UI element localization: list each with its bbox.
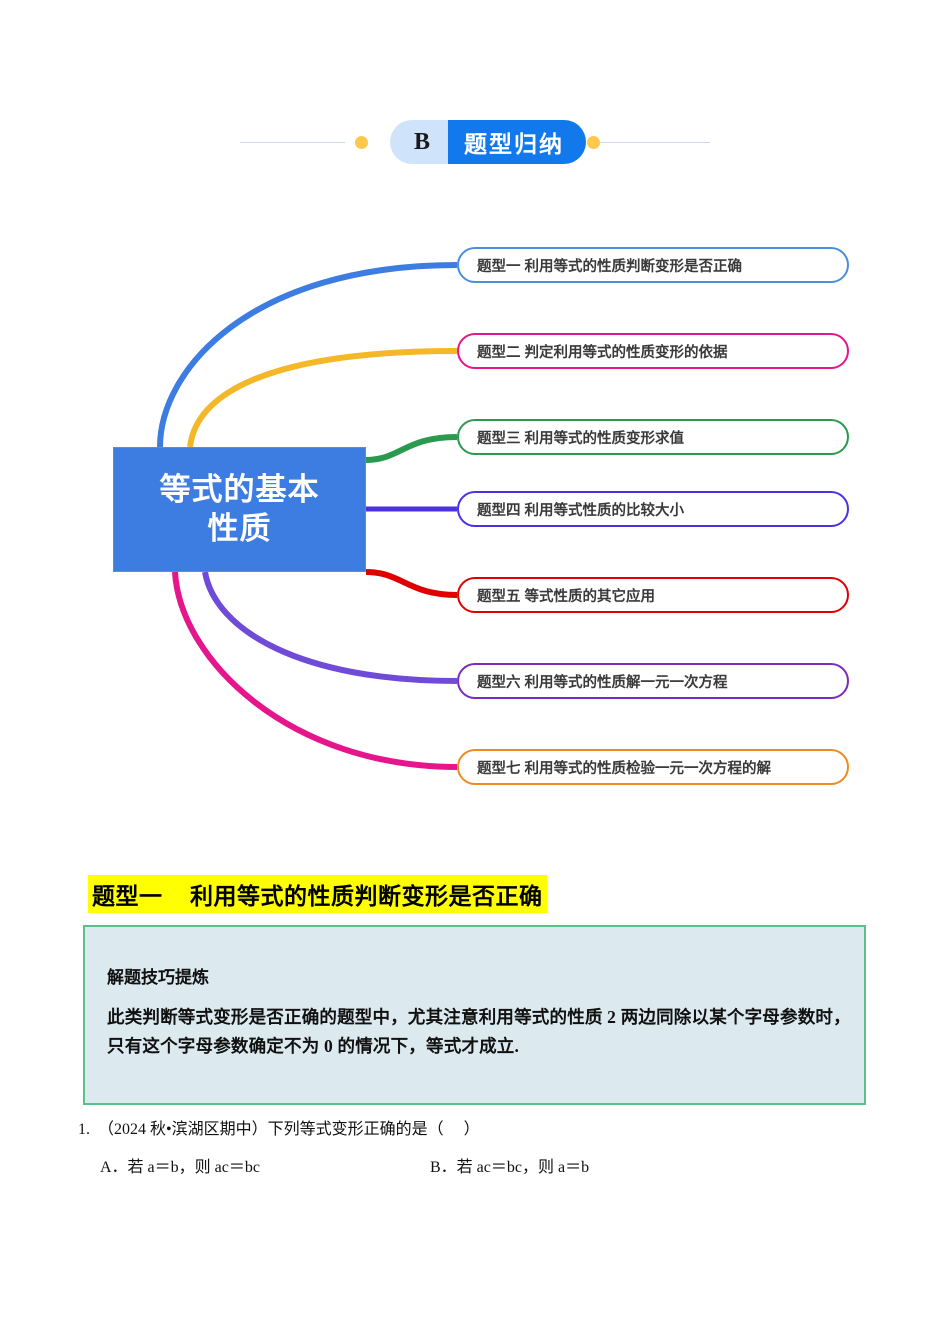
mindmap-central-node[interactable]: 等式的基本性质 — [113, 447, 366, 572]
section-badge-letter: B — [390, 120, 448, 164]
tip-box-body: 此类判断等式变形是否正确的题型中，尤其注意利用等式的性质 2 两边同除以某个字母… — [107, 1007, 851, 1056]
connector-branch-1 — [157, 262, 458, 448]
mindmap-connectors — [157, 262, 458, 770]
mindmap-branch-5[interactable]: 题型五 等式性质的其它应用 — [457, 577, 849, 613]
header-rule-right — [600, 142, 710, 143]
mindmap-branch-6[interactable]: 题型六 利用等式的性质解一元一次方程 — [457, 663, 849, 699]
header-dot-right-icon — [587, 136, 600, 149]
mindmap-branch-7[interactable]: 题型七 利用等式的性质检验一元一次方程的解 — [457, 749, 849, 785]
header-dot-left-icon — [355, 136, 368, 149]
question-stem: 1. （2024 秋•滨湖区期中）下列等式变形正确的是（ ） — [78, 1121, 480, 1138]
section-badge-title: 题型归纳 — [448, 120, 586, 164]
mindmap-central-node-label: 等式的基本性质 — [159, 471, 320, 546]
connector-branch-3 — [365, 434, 458, 463]
mindmap-branch-2[interactable]: 题型二 判定利用等式的性质变形的依据 — [457, 333, 849, 369]
connector-branch-2 — [187, 348, 458, 448]
mindmap-branch-1[interactable]: 题型一 利用等式的性质判断变形是否正确 — [457, 247, 849, 283]
mindmap-branch-4[interactable]: 题型四 利用等式性质的比较大小 — [457, 491, 849, 527]
question-option-a[interactable]: A．若 a＝b，则 ac＝bc — [100, 1159, 260, 1176]
tip-box: 解题技巧提炼 此类判断等式变形是否正确的题型中，尤其注意利用等式的性质 2 两边… — [83, 925, 866, 1105]
question-option-b[interactable]: B．若 ac＝bc，则 a＝b — [430, 1159, 590, 1176]
mindmap-branch-2-label: 题型二 判定利用等式的性质变形的依据 — [477, 344, 728, 361]
connector-branch-6 — [202, 571, 458, 684]
section-heading: 题型一 利用等式的性质判断变形是否正确 — [88, 875, 547, 913]
connector-branch-7 — [172, 571, 458, 770]
header-decoration-band — [0, 118, 950, 168]
mindmap-branch-6-label: 题型六 利用等式的性质解一元一次方程 — [477, 674, 728, 691]
section-badge: B 题型归纳 — [390, 120, 586, 164]
question-options: A．若 a＝b，则 ac＝bc B．若 ac＝bc，则 a＝b — [100, 1153, 880, 1177]
mindmap-branch-4-label: 题型四 利用等式性质的比较大小 — [477, 502, 685, 519]
mindmap-branch-7-label: 题型七 利用等式的性质检验一元一次方程的解 — [477, 760, 772, 777]
mindmap-branch-3[interactable]: 题型三 利用等式的性质变形求值 — [457, 419, 849, 455]
tip-box-title: 解题技巧提炼 — [107, 968, 209, 987]
header-rule-left — [240, 142, 345, 143]
mindmap-branch-1-label: 题型一 利用等式的性质判断变形是否正确 — [477, 258, 743, 275]
mindmap-branch-5-label: 题型五 等式性质的其它应用 — [477, 588, 656, 605]
connector-branch-5 — [365, 569, 458, 598]
mindmap: 等式的基本性质 题型一 利用等式的性质判断变形是否正确 题型二 判定利用等式的性… — [0, 220, 950, 820]
mindmap-branch-3-label: 题型三 利用等式的性质变形求值 — [477, 430, 685, 447]
